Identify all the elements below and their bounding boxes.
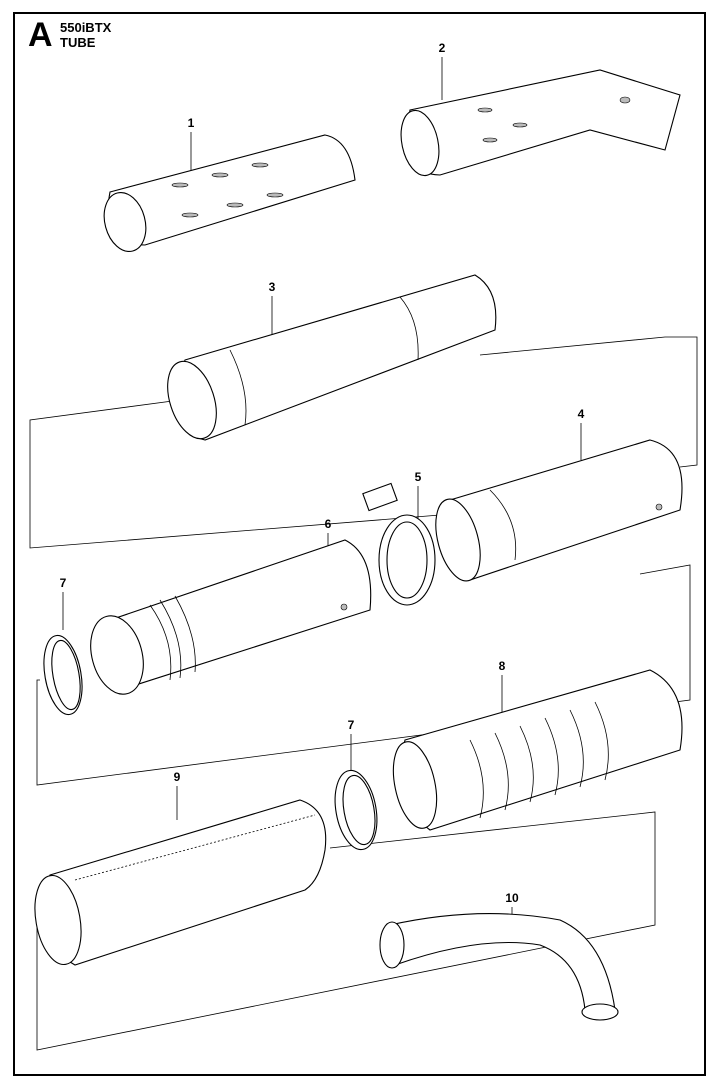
callout-8: 8 xyxy=(498,659,506,673)
part-5-clamp xyxy=(362,482,436,606)
part-4-connector-tube xyxy=(435,439,683,582)
part-3-long-tube xyxy=(167,274,497,441)
callout-1: 1 xyxy=(187,116,195,130)
part-9-bag xyxy=(34,799,327,966)
part-10-elbow xyxy=(379,913,619,1021)
part-7-ring-upper xyxy=(43,634,83,716)
part-1-tube-section xyxy=(103,134,356,252)
part-7-ring-lower xyxy=(334,769,378,851)
diagram-frame xyxy=(13,12,706,1076)
callout-4: 4 xyxy=(577,407,585,421)
callout-7-lower: 7 xyxy=(347,718,355,732)
callout-10: 10 xyxy=(505,891,519,905)
model-name: 550iBTX xyxy=(60,20,112,35)
callout-3: 3 xyxy=(268,280,276,294)
callout-7-upper: 7 xyxy=(59,576,67,590)
section-letter: A xyxy=(28,16,53,54)
callout-9: 9 xyxy=(173,770,181,784)
section-title: TUBE xyxy=(60,35,96,50)
callout-2: 2 xyxy=(438,41,446,55)
callout-6: 6 xyxy=(324,517,332,531)
diagram-title: 550iBTX TUBE xyxy=(60,20,111,50)
callout-5: 5 xyxy=(414,470,422,484)
part-6-grip-tube xyxy=(90,539,372,695)
part-8-flex-hose xyxy=(392,669,683,831)
part-2-nozzle xyxy=(400,69,681,177)
